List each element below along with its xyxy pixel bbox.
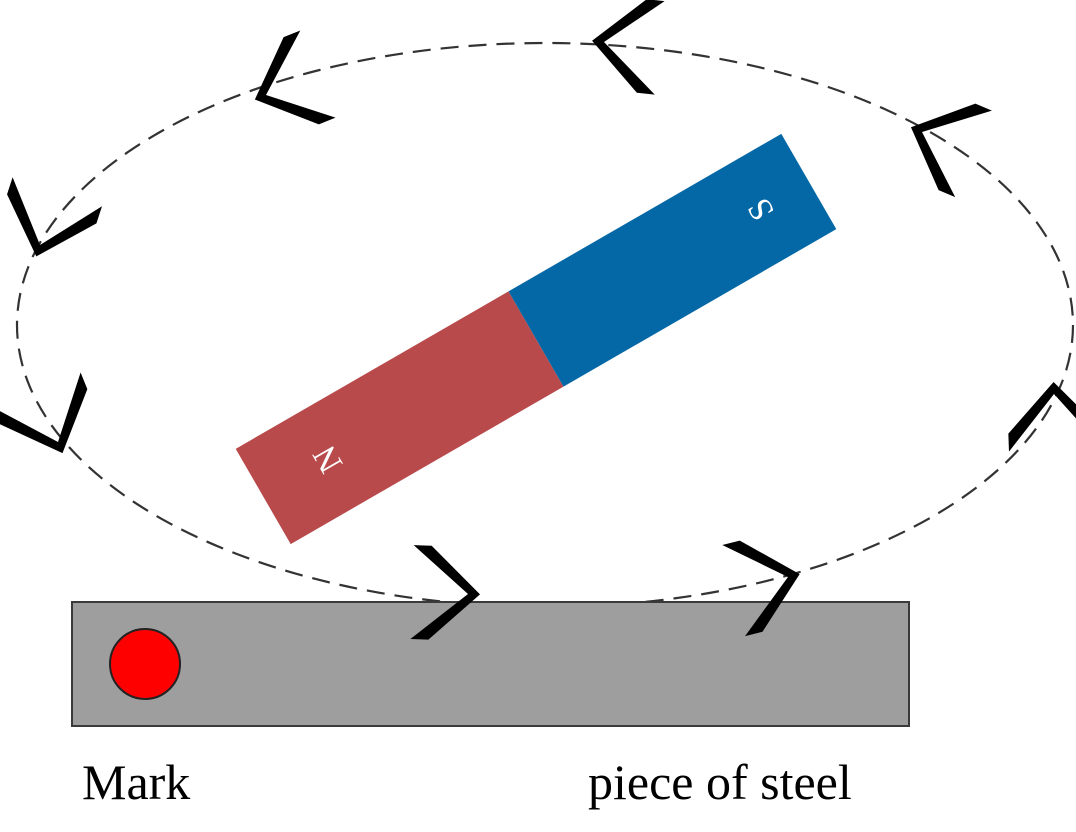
mark-caption: Mark [82, 754, 190, 810]
magnet-south-half [508, 133, 837, 387]
arrow-right-lower [1006, 380, 1076, 452]
arrow-left-lower [0, 372, 107, 471]
steel-bar [71, 601, 910, 727]
mark-dot [109, 628, 181, 700]
steel-caption: piece of steel [588, 754, 852, 810]
arrow-right-upper [892, 84, 992, 198]
magnet-north-half [235, 291, 564, 545]
bar-magnet: N S [235, 133, 837, 545]
arrow-top-left [237, 30, 336, 144]
